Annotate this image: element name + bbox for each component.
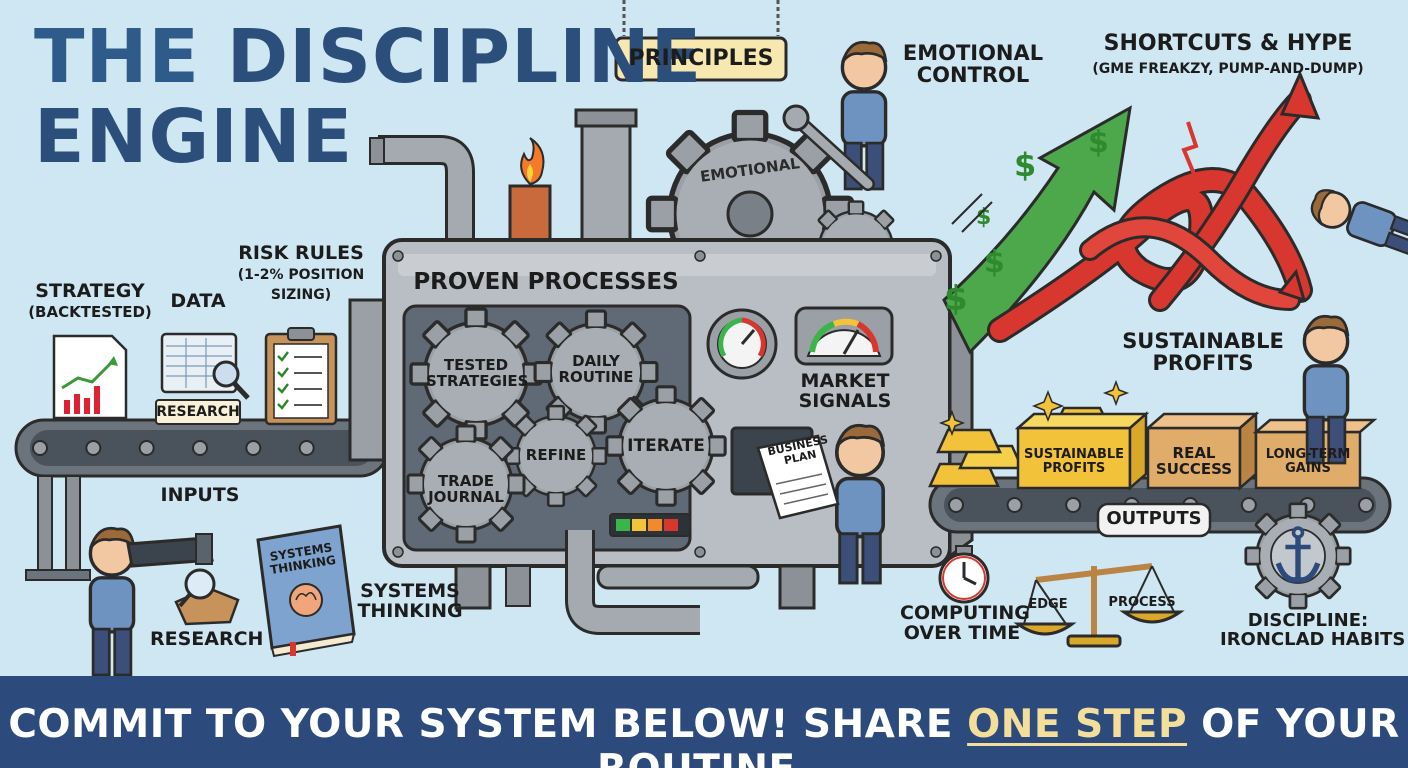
gauge-market — [794, 306, 894, 366]
call-to-action-text: COMMIT TO YOUR SYSTEM BELOW! SHARE ONE S… — [8, 702, 1400, 768]
scale-process-label: PROCESS — [1108, 595, 1176, 610]
emotional-gear — [649, 113, 852, 316]
svg-text:$: $ — [976, 205, 991, 230]
outputs-label: OUTPUTS — [1106, 508, 1202, 529]
strategy-label: STRATEGY(BACKTESTED) — [28, 280, 152, 321]
machine-bolt — [392, 250, 404, 262]
svg-text:$: $ — [1088, 125, 1109, 160]
conveyor-roller — [192, 440, 208, 456]
inputs-label: INPUTS — [160, 484, 240, 506]
call-to-action-banner — [0, 676, 1408, 768]
conveyor-roller — [298, 440, 315, 456]
conveyor-roller — [1065, 497, 1082, 513]
principles-sign — [614, 0, 788, 82]
conveyor-roller — [245, 440, 262, 456]
svg-text:$: $ — [984, 245, 1005, 280]
red-arrowheads — [1181, 70, 1321, 303]
scale-edge-label: EDGE — [1028, 597, 1068, 612]
balance-scale — [1013, 563, 1185, 648]
research-label: RESEARCH — [150, 628, 264, 650]
anchor-gear — [1244, 502, 1352, 610]
shortcuts-hype-title: SHORTCUTS & HYPE — [1103, 31, 1353, 56]
machine-pipes — [369, 108, 638, 248]
research-sign-label: RESEARCH — [156, 404, 240, 420]
conveyor-roller — [1006, 497, 1023, 513]
discipline-label: DISCIPLINE:IRONCLAD HABITS — [1220, 610, 1406, 650]
machine-bolt — [694, 546, 706, 558]
gear-refine: REFINE — [525, 446, 587, 464]
research-magnifier — [174, 568, 240, 626]
machine-base — [454, 530, 816, 635]
data-monitor — [155, 332, 250, 425]
conveyor-roller — [32, 440, 48, 456]
machine-bolt — [930, 250, 942, 262]
wrench — [782, 104, 875, 191]
sparkles — [938, 379, 1130, 437]
proven-processes-header: PROVEN PROCESSES — [413, 269, 679, 295]
svg-text:$: $ — [944, 279, 968, 319]
telescope — [126, 533, 214, 568]
conveyor-roller — [85, 440, 102, 456]
svg-text:$: $ — [1014, 146, 1036, 184]
strategy-document — [52, 334, 128, 420]
telescope-person — [88, 526, 136, 677]
green-growth-arrow: $ $ $ $ $ — [942, 105, 1132, 355]
principles-label: PRINCIPLES — [628, 46, 774, 71]
clock — [938, 545, 990, 604]
risk-clipboard — [264, 327, 338, 426]
input-conveyor — [14, 298, 402, 581]
machine-bolt — [930, 546, 942, 558]
conveyor-roller — [138, 440, 155, 456]
red-hype-arrows — [987, 88, 1313, 343]
machine-bolt — [392, 546, 404, 558]
shortcuts-hype-subtitle: (GME FREAKZY, PUMP-AND-DUMP) — [1092, 61, 1364, 77]
falling-person — [1305, 184, 1408, 262]
systems-thinking-book — [256, 524, 356, 658]
business-plan-paper — [756, 434, 840, 520]
data-label: DATA — [170, 290, 226, 312]
gauge-round — [706, 308, 778, 380]
machine-bolt — [694, 250, 706, 262]
conveyor-roller — [1240, 497, 1257, 513]
gear-iterate: ITERATE — [627, 436, 705, 456]
conveyor-roller — [948, 497, 964, 513]
conveyor-roller — [1358, 497, 1374, 513]
